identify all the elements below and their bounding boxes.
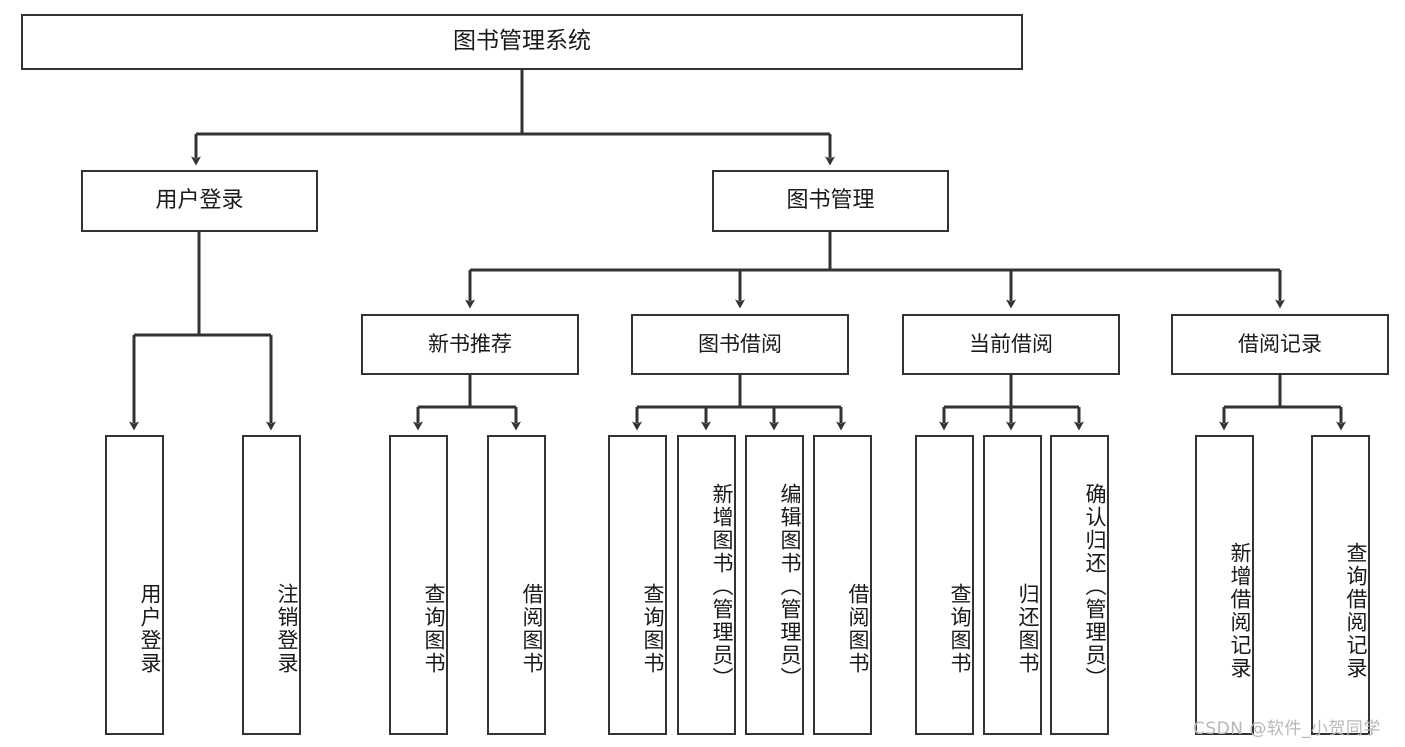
leaf-user-logout[interactable]: 注销登录 [242, 435, 301, 735]
node-book-borrow-label: 图书借阅 [698, 332, 782, 357]
node-current-borrow[interactable]: 当前借阅 [902, 314, 1120, 375]
leaf-borrow-book-2[interactable]: 借阅图书 [813, 435, 872, 735]
leaf-query-book-1-label: 查询图书 [422, 583, 446, 675]
node-book-borrow[interactable]: 图书借阅 [631, 314, 849, 375]
node-book-manage-label: 图书管理 [786, 188, 875, 214]
node-root-label: 图书管理系统 [453, 28, 591, 55]
leaf-user-logout-label: 注销登录 [275, 583, 299, 675]
leaf-edit-book-label: 编辑图书（管理员） [778, 482, 802, 690]
node-user-login-label: 用户登录 [155, 188, 244, 214]
leaf-borrow-book-1[interactable]: 借阅图书 [487, 435, 546, 735]
node-user-login[interactable]: 用户登录 [81, 170, 318, 232]
node-new-book-rec[interactable]: 新书推荐 [361, 314, 579, 375]
leaf-add-record-label: 新增借阅记录 [1228, 542, 1252, 680]
leaf-user-login-label: 用户登录 [138, 583, 162, 675]
node-borrow-record[interactable]: 借阅记录 [1171, 314, 1389, 375]
node-new-book-rec-label: 新书推荐 [428, 332, 512, 357]
leaf-query-book-3-label: 查询图书 [948, 583, 972, 675]
leaf-query-book-1[interactable]: 查询图书 [389, 435, 448, 735]
leaf-add-book-label: 新增图书（管理员） [710, 482, 734, 690]
leaf-confirm-return-label: 确认归还（管理员） [1083, 482, 1107, 690]
leaf-add-record[interactable]: 新增借阅记录 [1195, 435, 1254, 735]
leaf-query-book-2[interactable]: 查询图书 [608, 435, 667, 735]
node-borrow-record-label: 借阅记录 [1238, 332, 1322, 357]
csdn-watermark: CSDN @软件_小贺同学 [1193, 719, 1381, 739]
leaf-query-book-3[interactable]: 查询图书 [915, 435, 974, 735]
leaf-return-book-label: 归还图书 [1016, 583, 1040, 675]
leaf-query-record[interactable]: 查询借阅记录 [1311, 435, 1370, 735]
leaf-confirm-return[interactable]: 确认归还（管理员） [1050, 435, 1109, 735]
leaf-add-book[interactable]: 新增图书（管理员） [677, 435, 736, 735]
leaf-query-record-label: 查询借阅记录 [1344, 542, 1368, 680]
node-current-borrow-label: 当前借阅 [969, 332, 1053, 357]
leaf-borrow-book-2-label: 借阅图书 [846, 583, 870, 675]
leaf-query-book-2-label: 查询图书 [641, 583, 665, 675]
leaf-edit-book[interactable]: 编辑图书（管理员） [745, 435, 804, 735]
node-book-manage[interactable]: 图书管理 [712, 170, 949, 232]
node-root[interactable]: 图书管理系统 [21, 14, 1023, 70]
leaf-user-login[interactable]: 用户登录 [105, 435, 164, 735]
leaf-return-book[interactable]: 归还图书 [983, 435, 1042, 735]
leaf-borrow-book-1-label: 借阅图书 [520, 583, 544, 675]
